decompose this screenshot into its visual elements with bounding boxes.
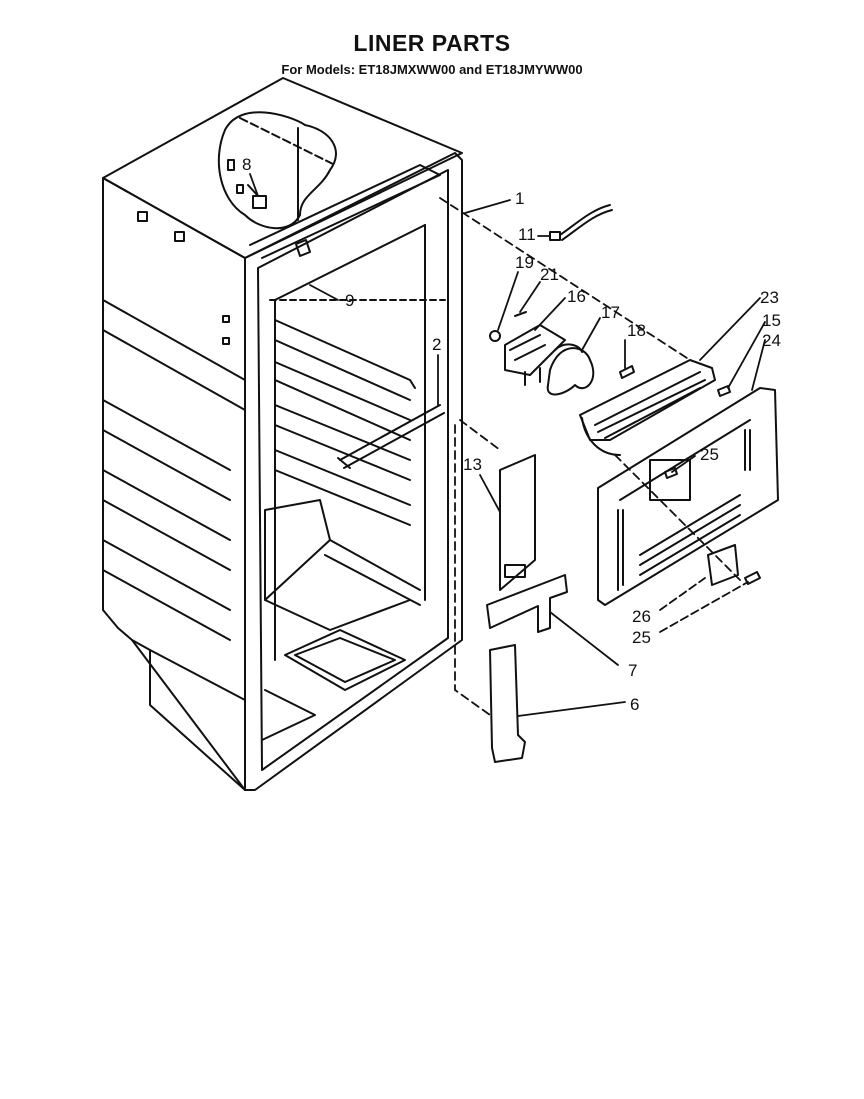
callout-11: 11 [518, 225, 536, 244]
callout-9: 9 [345, 291, 354, 310]
callout-7: 7 [628, 661, 637, 680]
callout-18: 18 [627, 321, 646, 340]
fan-motor-assembly [489, 311, 635, 396]
fan-grille-part-23 [579, 359, 716, 456]
callout-16: 16 [567, 287, 586, 306]
liner-part-1 [244, 152, 463, 791]
callout-26: 26 [632, 607, 651, 626]
bracket-part-9 [295, 239, 311, 257]
evaporator-cover-part-24 [597, 387, 779, 606]
page-title: LINER PARTS [353, 30, 511, 56]
callout-13: 13 [463, 455, 482, 474]
models-subtitle: For Models: ET18JMXWW00 and ET18JMYWW00 [281, 62, 583, 77]
callout-19: 19 [515, 253, 534, 272]
callout-1: 1 [515, 189, 524, 208]
callout-2: 2 [432, 335, 441, 354]
callout-25-lower: 25 [632, 628, 651, 647]
callout-24: 24 [762, 331, 781, 350]
callout-15: 15 [762, 311, 781, 330]
channel-part-6 [489, 644, 526, 763]
leader-lines [249, 173, 766, 717]
wire-harness-part-11 [549, 204, 613, 241]
duct-part-13 [499, 454, 536, 591]
cutaway-detail [217, 111, 337, 230]
callout-21: 21 [540, 265, 559, 284]
callout-8: 8 [242, 155, 251, 174]
cabinet-shell [102, 77, 463, 791]
panel-part-26 [707, 544, 739, 586]
baffle-part-7 [486, 574, 568, 633]
callout-labels: 1 2 6 7 8 9 11 13 15 16 17 18 19 21 23 2… [242, 155, 781, 714]
callout-6: 6 [630, 695, 639, 714]
callout-17: 17 [601, 303, 620, 322]
callout-25-upper: 25 [700, 445, 719, 464]
callout-23: 23 [760, 288, 779, 307]
